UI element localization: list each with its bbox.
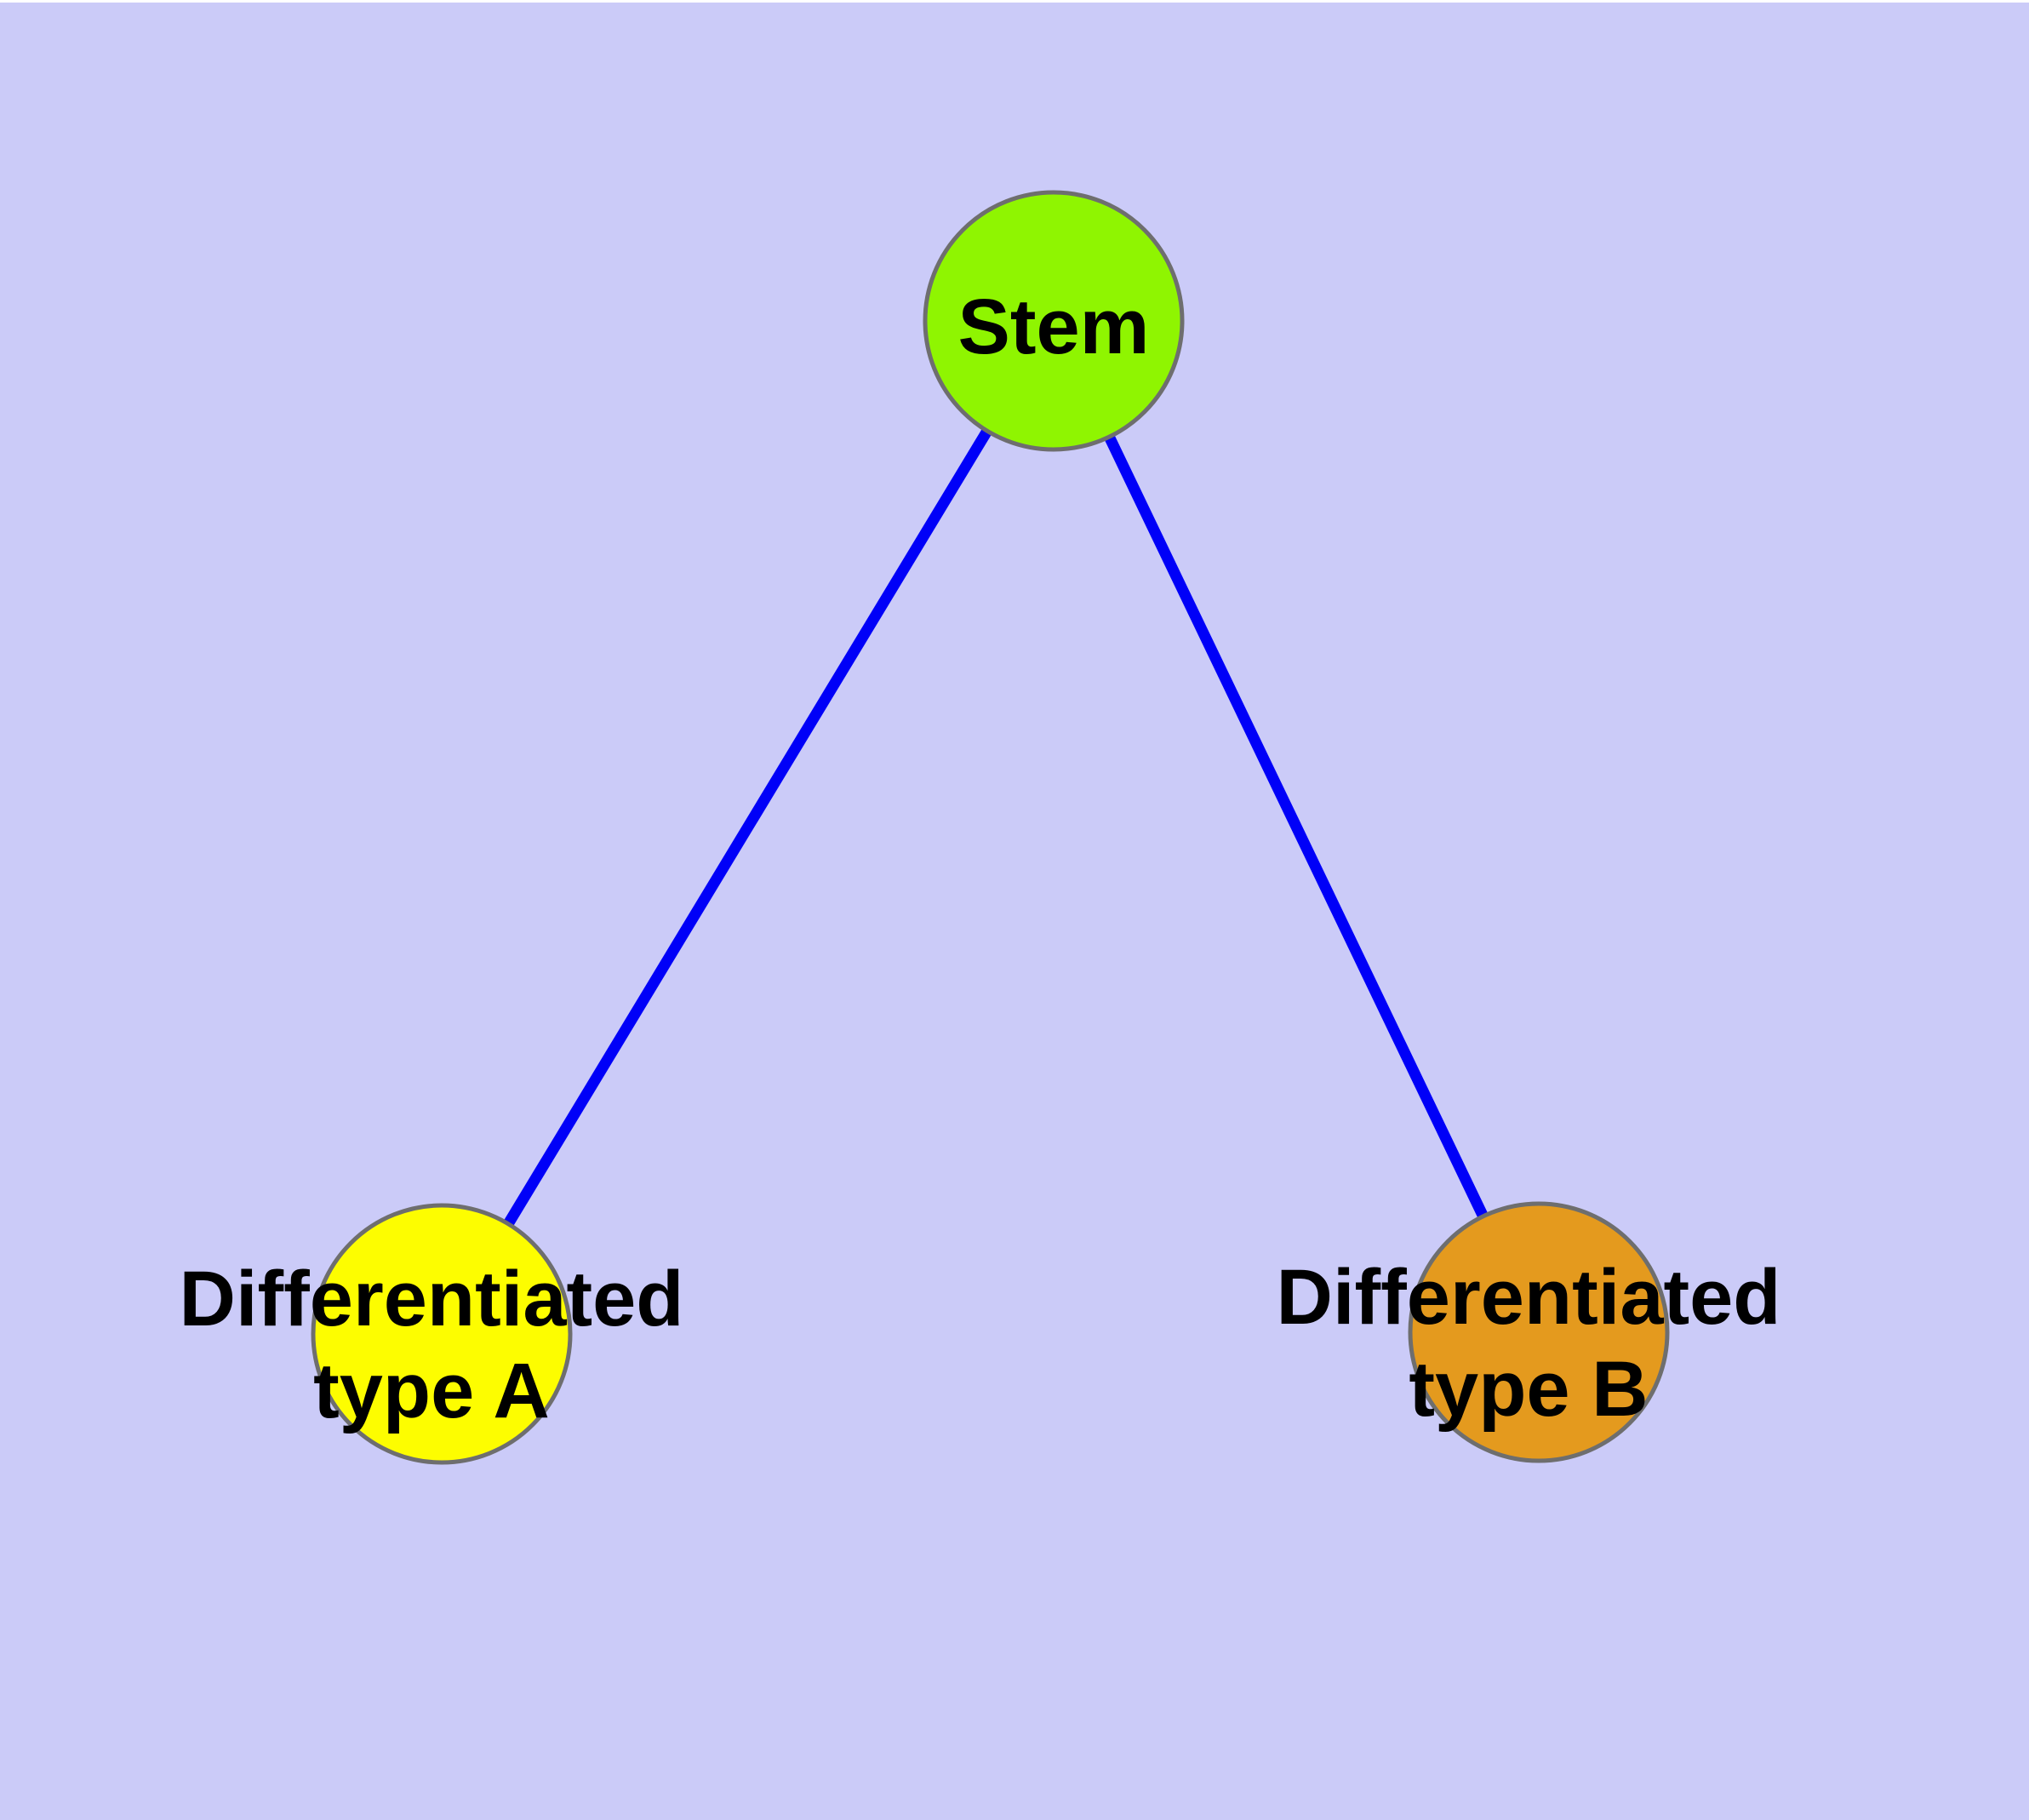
- node-differentiated-type-a: [311, 1203, 573, 1465]
- cell-differentiation-diagram: Stem Differentiated type A Differentiate…: [180, 190, 1781, 1465]
- node-label-type-b-line2: type B: [1409, 1346, 1648, 1433]
- node-label-stem: Stem: [958, 283, 1150, 370]
- node-differentiated-type-b: [1408, 1201, 1670, 1463]
- edge-stem-to-type-a: [437, 318, 1059, 1337]
- node-label-type-a-line2: type A: [313, 1348, 550, 1434]
- node-label-type-a-line1: Differentiated: [180, 1256, 684, 1342]
- node-label-type-b-line1: Differentiated: [1277, 1254, 1781, 1341]
- node-stem: [923, 190, 1185, 452]
- edge-stem-to-type-b: [1049, 318, 1544, 1335]
